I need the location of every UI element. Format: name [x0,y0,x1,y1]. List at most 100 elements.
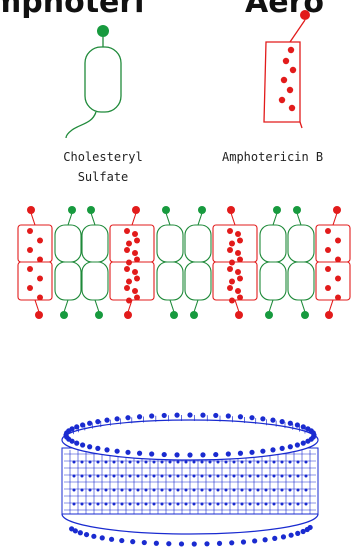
unit-top-stalk [273,213,277,225]
inner-dot [241,461,244,464]
inner-dot [153,503,156,506]
unit-bottom-head [325,311,333,319]
unit-dot [235,231,241,237]
amphotericin-unit [18,206,52,319]
head-dot [174,413,179,418]
unit-bottom-stalk [269,300,273,312]
inner-dot [193,461,196,464]
head-dot [115,449,120,454]
inner-dot [225,475,228,478]
inner-dot [89,475,92,478]
unit-dot [126,279,132,285]
cholesteryl-label-line2: Sulfate [48,167,158,187]
inner-dot [153,461,156,464]
head-dot [241,539,246,544]
head-dot [95,419,100,424]
inner-dot [97,489,100,492]
unit-dot [227,228,233,234]
head-dot [179,541,184,546]
unit-top-stalk [333,213,337,225]
unit-dot [237,238,243,244]
inner-dot [177,489,180,492]
inner-dot [121,475,124,478]
inner-dot [113,461,116,464]
unit-dot [132,250,138,256]
inner-dot [161,489,164,492]
unit-upper-body [18,225,52,262]
inner-dot [121,461,124,464]
inner-dot [201,461,204,464]
inner-dot [185,475,188,478]
inner-dot [161,503,164,506]
unit-bottom-head [301,311,309,319]
head-dot [192,541,197,546]
inner-dot [281,461,284,464]
inner-dot [225,461,228,464]
unit-bottom-stalk [95,300,99,312]
inner-dot [137,489,140,492]
inner-dot [81,503,84,506]
unit-top-stalk [231,213,235,225]
unit-top-head [227,206,235,214]
unit-bottom-head [124,311,132,319]
head-dot [238,451,243,456]
inner-dot [113,503,116,506]
inner-dot [241,489,244,492]
unit-dot [235,288,241,294]
unit-lower-body [157,262,183,300]
amphotericin-head [300,10,310,20]
unit-bottom-head [60,311,68,319]
unit-bottom-head [35,311,43,319]
unit-lower-body [316,262,350,300]
head-dot [288,444,293,449]
head-dot [187,412,192,417]
head-dot [301,529,306,534]
unit-top-stalk [198,213,202,225]
unit-top-head [333,206,341,214]
cholesteryl-head [97,25,109,37]
inner-dot [217,475,220,478]
inner-dot [129,461,132,464]
head-dot [200,413,205,418]
unit-dot [237,257,243,263]
inner-dot [297,503,300,506]
inner-dot [257,489,260,492]
head-dot [281,534,286,539]
inner-dot [305,489,308,492]
cholesteryl-unit [185,206,211,319]
head-dot [137,451,142,456]
inner-dot [177,475,180,478]
head-dot [74,441,79,446]
inner-dot [217,503,220,506]
inner-dot [121,489,124,492]
head-dot [249,415,254,420]
unit-dot [335,238,341,244]
unit-dot [235,269,241,275]
unit-dot [126,298,132,304]
head-dot [119,538,124,543]
unit-bottom-head [265,311,273,319]
inner-dot [265,475,268,478]
unit-lower-body [213,262,257,300]
unit-upper-body [185,225,211,262]
inner-dot [137,461,140,464]
inner-dot [73,503,76,506]
unit-dot [235,250,241,256]
head-dot [238,414,243,419]
head-dot [80,422,85,427]
inner-dot [273,503,276,506]
unit-dot [335,295,341,301]
inner-dot [113,489,116,492]
unit-dot [37,276,43,282]
amphotericin-b-molecule [264,10,310,128]
head-dot [80,442,85,447]
head-dot [187,452,192,457]
cholesteryl-unit [55,206,81,319]
unit-bottom-stalk [301,300,305,312]
inner-dot [225,489,228,492]
inner-dot [297,489,300,492]
cholesteryl-unit [260,206,286,319]
amphotericin-unit [316,206,350,319]
head-dot [69,426,74,431]
inner-dot [305,461,308,464]
